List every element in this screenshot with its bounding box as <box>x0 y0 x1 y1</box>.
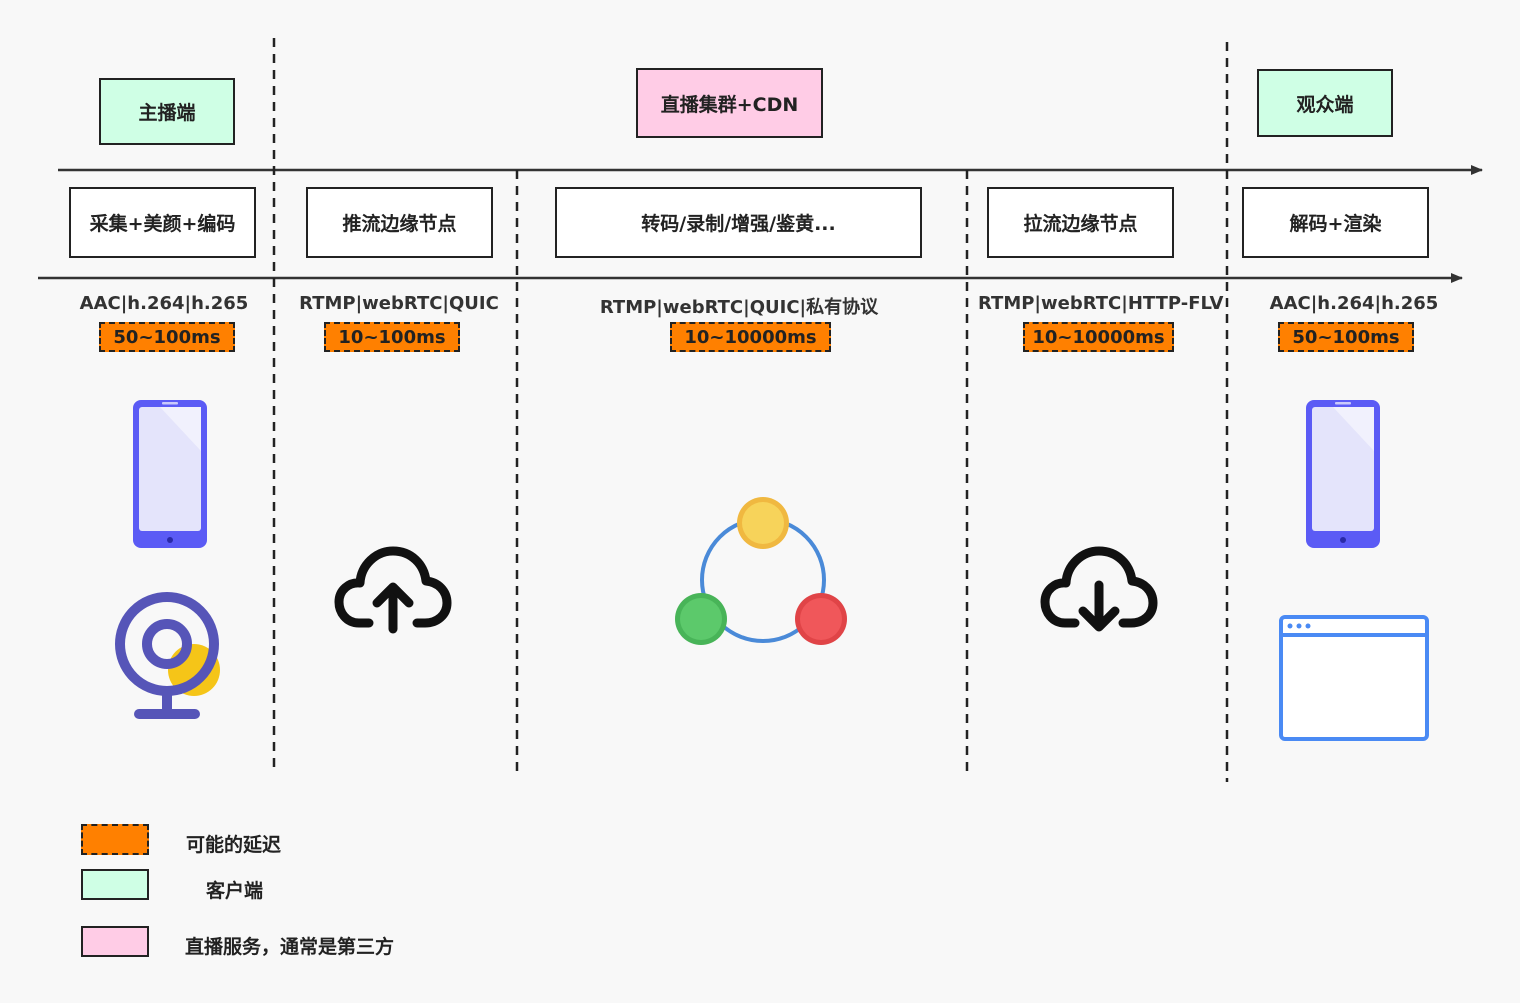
webcam-icon <box>115 592 220 719</box>
latency-capture-label: 50~100ms <box>113 326 221 348</box>
legend-latency-swatch <box>81 824 149 855</box>
service-header: 直播集群+CDN <box>636 68 823 138</box>
stage-decode: 解码+渲染 <box>1242 187 1429 258</box>
service-header-label: 直播集群+CDN <box>660 93 799 116</box>
stage-pull-edge-label: 拉流边缘节点 <box>1023 213 1138 235</box>
legend-client-label: 客户端 <box>206 880 264 902</box>
viewer-header: 观众端 <box>1257 69 1393 137</box>
legend-client-swatch <box>81 869 149 900</box>
stage-push-edge: 推流边缘节点 <box>306 187 493 258</box>
protocol-push: RTMP|webRTC|QUIC <box>299 293 499 314</box>
legend-service-label: 直播服务，通常是第三方 <box>185 936 395 958</box>
cloud-upload-icon <box>334 546 452 634</box>
stage-processing-label: 转码/录制/增强/鉴黄... <box>641 213 836 235</box>
stage-pull-edge: 拉流边缘节点 <box>987 187 1174 258</box>
protocol-viewer: AAC|h.264|h.265 <box>1269 293 1439 314</box>
latency-cluster-label: 10~10000ms <box>684 326 817 348</box>
latency-pull-label: 10~10000ms <box>1032 326 1165 348</box>
smartphone-icon <box>133 400 207 548</box>
anchor-header: 主播端 <box>99 78 235 145</box>
stage-decode-label: 解码+渲染 <box>1289 213 1382 235</box>
latency-cluster: 10~10000ms <box>670 322 831 352</box>
latency-pull: 10~10000ms <box>1023 322 1174 352</box>
viewer-header-label: 观众端 <box>1296 93 1354 116</box>
legend-service-swatch <box>81 926 149 957</box>
latency-viewer: 50~100ms <box>1278 322 1414 352</box>
stage-processing: 转码/录制/增强/鉴黄... <box>555 187 922 258</box>
browser-window-icon <box>1279 615 1429 741</box>
protocol-pull: RTMP|webRTC|HTTP-FLV <box>978 293 1224 314</box>
protocol-capture: AAC|h.264|h.265 <box>79 293 249 314</box>
stage-capture: 采集+美颜+编码 <box>69 187 256 258</box>
smartphone-icon <box>1306 400 1380 548</box>
anchor-header-label: 主播端 <box>138 102 196 124</box>
latency-viewer-label: 50~100ms <box>1292 326 1400 348</box>
latency-capture: 50~100ms <box>99 322 235 352</box>
stage-push-edge-label: 推流边缘节点 <box>342 213 457 235</box>
cluster-nodes-icon <box>675 497 847 645</box>
stage-capture-label: 采集+美颜+编码 <box>89 213 236 235</box>
legend-latency-label: 可能的延迟 <box>186 834 282 856</box>
latency-push-label: 10~100ms <box>338 326 446 348</box>
protocol-cluster: RTMP|webRTC|QUIC|私有协议 <box>599 297 879 318</box>
cloud-download-icon <box>1040 546 1158 632</box>
latency-push: 10~100ms <box>324 322 460 352</box>
